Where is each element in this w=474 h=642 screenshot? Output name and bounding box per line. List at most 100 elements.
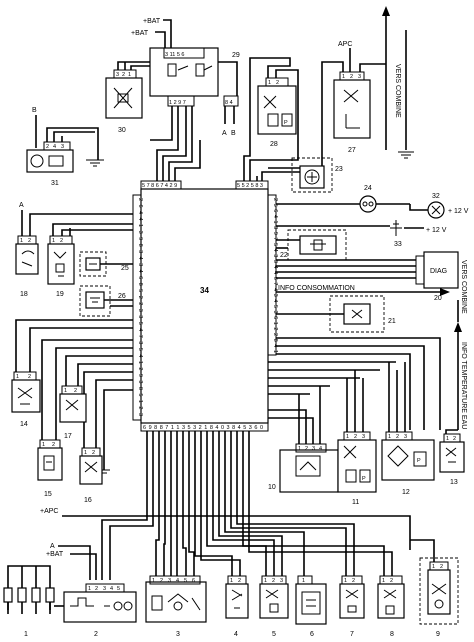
c3-pin-4: 4 — [176, 578, 179, 584]
component-27-body — [333, 79, 371, 139]
c9-pin-2: 2 — [440, 564, 443, 570]
apc-label-top: APC — [338, 41, 352, 48]
component-30-label: 30 — [118, 127, 126, 134]
c28-pin-1: 1 — [268, 80, 271, 86]
component-12-label: 12 — [402, 489, 410, 496]
c30-pin-1: 1 — [128, 72, 131, 78]
c2-pin-4: 4 — [110, 586, 113, 592]
component-8-label: 8 — [390, 631, 394, 638]
component-5-label: 5 — [272, 631, 276, 638]
component-27: APC 1 2 3 27 — [268, 41, 386, 169]
c2-pin-2: 2 — [95, 586, 98, 592]
c11-pin-1: 1 — [346, 434, 349, 440]
component-32-label: 32 — [432, 193, 440, 200]
component-33: 33 + 12 V — [276, 220, 447, 248]
c3-pin-6: 6 — [192, 578, 195, 584]
component-16-body — [79, 455, 103, 485]
bottom-supply: +APC A +BAT — [40, 508, 411, 580]
component-25-label: 25 — [121, 265, 129, 272]
c11-pin-2: 2 — [354, 434, 357, 440]
ecu-top-pins-left: 5 7 8 6 7 4 2 9 — [142, 183, 177, 189]
component-9-frame — [419, 557, 459, 625]
relay-29 — [149, 47, 219, 97]
c10-pin-4: 4 — [319, 446, 322, 452]
relay-29-bottom-pins: 1 2 9 7 — [169, 100, 186, 106]
component-28-label: 28 — [270, 141, 278, 148]
c12-pin-2: 2 — [396, 434, 399, 440]
c5-pin-3: 3 — [280, 578, 283, 584]
component-1: 1 — [3, 565, 55, 638]
component-14-label: 14 — [20, 421, 28, 428]
component-20: DIAG 20 — [276, 251, 459, 302]
c19-pin-2: 2 — [60, 238, 63, 244]
a-label-29: A — [222, 130, 227, 137]
ecu-top-pins-right: 5 5 2 5 8 3 — [237, 183, 263, 189]
c2-pin-3: 3 — [103, 586, 106, 592]
apc-label-bottom: +APC — [40, 508, 58, 515]
ecu-34: 34 5 7 8 6 7 4 2 9 5 5 2 5 8 3 6 9 8 8 7… — [132, 180, 278, 432]
c27-pin-2: 2 — [350, 74, 353, 80]
ecu-bottom-wires — [101, 431, 393, 580]
component-8-body — [377, 583, 405, 619]
component-18-body — [15, 243, 39, 275]
component-27-label: 27 — [348, 147, 356, 154]
ecu-right-pins: 2 5 6 4 1 3 9 7 5 4 3 3 4 4 6 7 4 3 4 5 … — [272, 198, 278, 353]
component-23: 23 — [256, 157, 343, 193]
top-supply: +BAT +BAT 3 11 5 6 1 2 9 7 8 4 29 A B — [131, 18, 240, 181]
ecu-left-pins: 2 6 4 4 1 3 9 8 3 4 3 4 6 8 5 2 2 3 3 5 … — [137, 198, 143, 416]
component-33-label: 33 — [394, 241, 402, 248]
component-26-label: 26 — [118, 293, 126, 300]
info-temperature-label: INFO TEMPERATURE EAU — [460, 342, 467, 429]
component-1-label: 1 — [24, 631, 28, 638]
plus12-label-1: + 12 V — [448, 208, 469, 215]
c13-pin-1: 1 — [446, 436, 449, 442]
relay-29-side-pins: 8 4 — [225, 100, 233, 106]
c28-pin-2: 2 — [276, 80, 279, 86]
c10-pin-1: 1 — [298, 446, 301, 452]
component-18: A 1 2 18 — [15, 202, 133, 298]
c8-pin-1: 1 — [382, 578, 385, 584]
c3-pin-5: 5 — [184, 578, 187, 584]
component-29-label: 29 — [232, 52, 240, 59]
c28-p-mark: P — [284, 120, 288, 126]
component-10-label: 10 — [268, 484, 276, 491]
c9-pin-1: 1 — [432, 564, 435, 570]
bat-label-2: +BAT — [131, 30, 149, 37]
component-3: 1 2 3 4 5 6 3 — [145, 575, 207, 638]
component-3-label: 3 — [176, 631, 180, 638]
component-22-label: 22 — [280, 252, 288, 259]
component-15: 1 2 15 — [37, 439, 63, 498]
c3-pin-1: 1 — [152, 578, 155, 584]
c13-pin-2: 2 — [453, 436, 456, 442]
c4-pin-1: 1 — [230, 578, 233, 584]
component-19: 1 2 19 — [47, 223, 133, 298]
c15-pin-2: 2 — [52, 442, 55, 448]
component-23-frame — [291, 157, 333, 193]
component-24-label: 24 — [364, 185, 372, 192]
component-13-body — [439, 441, 465, 473]
bat-label-1: +BAT — [143, 18, 161, 25]
relay-29-top-pins: 3 11 5 6 — [165, 52, 184, 58]
c30-pin-3: 3 — [116, 72, 119, 78]
component-13: 1 2 13 — [439, 429, 465, 486]
c5-pin-1: 1 — [264, 578, 267, 584]
c16-pin-2: 2 — [92, 450, 95, 456]
component-28: 1 2 P 28 — [243, 57, 299, 181]
component-28-body — [257, 85, 297, 135]
component-31: B 2 4 3 31 — [26, 107, 104, 187]
c19-pin-1: 1 — [52, 238, 55, 244]
a-label-bottom: A — [50, 543, 55, 550]
component-15-body — [37, 447, 63, 481]
component-12: 1 2 3 P 12 — [381, 362, 435, 496]
plus12-label-2: + 12 V — [426, 227, 447, 234]
c14-pin-1: 1 — [16, 374, 19, 380]
component-10-body — [279, 449, 339, 493]
component-11-label: 11 — [352, 499, 359, 506]
c11-pin-3: 3 — [362, 434, 365, 440]
component-4-body — [225, 583, 249, 619]
vers-combine-top-label: VERS COMBINE — [394, 64, 401, 118]
vers-combine-top: VERS COMBINE — [382, 6, 414, 159]
component-16-label: 16 — [84, 497, 92, 504]
c12-p-mark: P — [417, 458, 421, 464]
component-16: 1 2 16 — [79, 447, 103, 504]
